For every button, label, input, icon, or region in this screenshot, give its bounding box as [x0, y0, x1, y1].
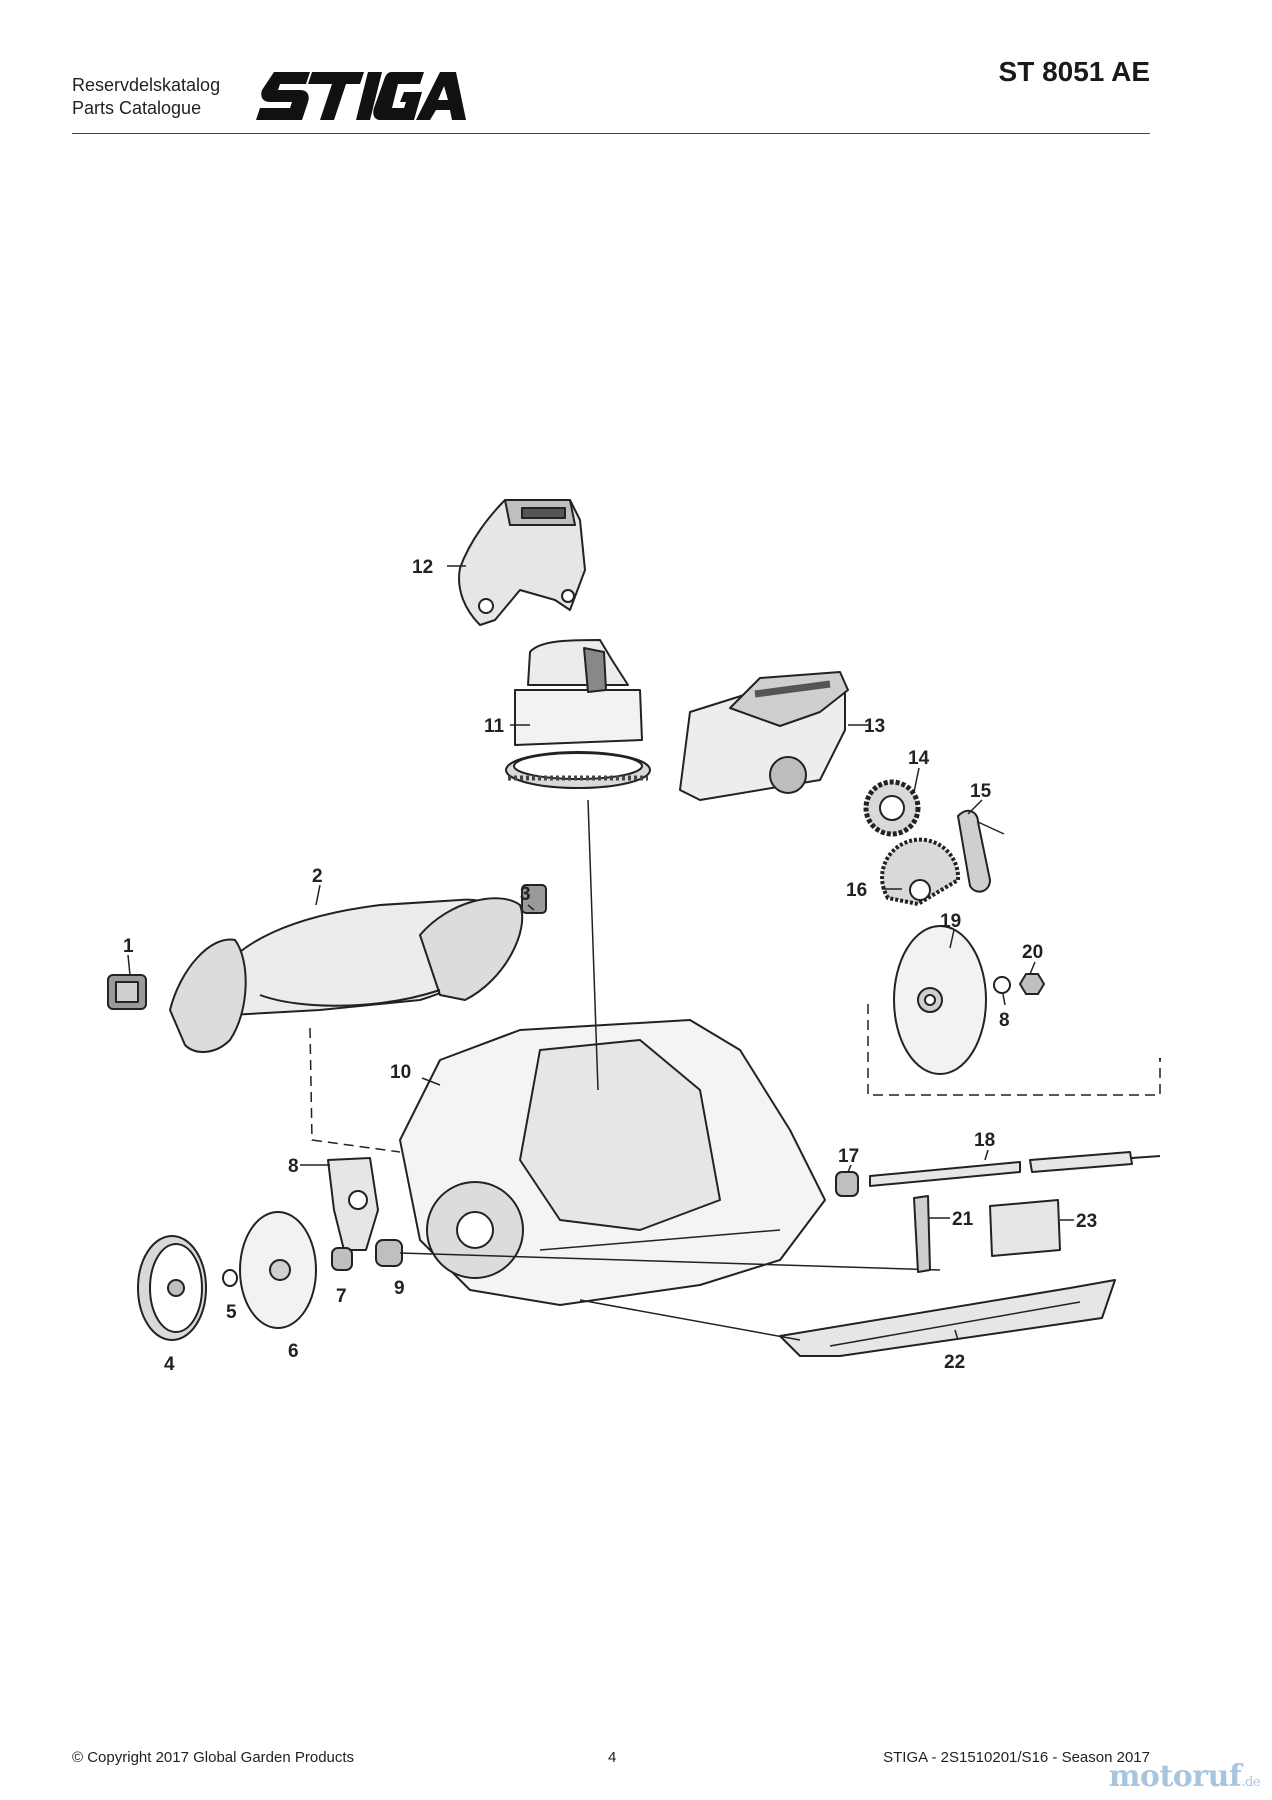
callout-23: 23: [1076, 1211, 1097, 1232]
callout-19: 19: [940, 911, 961, 932]
header-rule: [72, 133, 1150, 134]
part-pulley-plate: [893, 925, 987, 1075]
callout-10: 10: [390, 1062, 411, 1083]
callout-11: 11: [484, 716, 505, 737]
part-bushing-left: [107, 974, 147, 1010]
part-worm-gear: [880, 837, 961, 906]
part-wheel-plate: [239, 1211, 317, 1329]
callout-17: 17: [838, 1146, 859, 1167]
part-wheel-washer: [222, 1269, 238, 1287]
callout-3: 3: [520, 884, 531, 905]
catalog-label-english: Parts Catalogue: [72, 98, 202, 118]
callout-22: 22: [944, 1352, 965, 1373]
part-chute-deflector: [458, 499, 586, 626]
part-axle-bushings: [331, 1239, 403, 1271]
callout-leaders: [127, 565, 1074, 1341]
part-wheel: [137, 1235, 207, 1341]
callout-2: 2: [312, 866, 323, 887]
callout-20: 20: [1022, 942, 1043, 963]
callout-1: 1: [123, 936, 134, 957]
part-cover: [989, 1199, 1061, 1257]
part-gear: [863, 779, 921, 837]
part-axle: [835, 1151, 1161, 1197]
watermark: motoruf.de: [1108, 1759, 1261, 1794]
stiga-logo: [256, 72, 466, 120]
part-crank-housing: [679, 671, 849, 801]
callout-21: 21: [952, 1209, 974, 1230]
catalog-label-swedish: Reservdelskatalog: [72, 75, 221, 95]
part-link-lever: [957, 809, 1005, 893]
callout-6: 6: [288, 1341, 299, 1362]
model-number: ST 8051 AE: [998, 56, 1150, 87]
footer-document-ref: STIGA - 2S1510201/S16 - Season 2017: [883, 1749, 1150, 1766]
callout-4: 4: [164, 1354, 175, 1375]
callout-labels: 12 11 13 14 15 16 19 20 8 2 3 1 10 8 17 …: [123, 557, 1097, 1375]
footer-copyright: © Copyright 2017 Global Garden Products: [72, 1749, 355, 1766]
part-scraper-bar: [779, 1279, 1116, 1357]
callout-13: 13: [864, 716, 885, 737]
callout-7: 7: [336, 1286, 347, 1307]
callout-18: 18: [974, 1130, 995, 1151]
catalog-label: Reservdelskatalog Parts Catalogue: [72, 74, 220, 120]
callout-16: 16: [846, 880, 867, 901]
part-auger: [169, 897, 524, 1053]
part-chute: [505, 639, 651, 789]
part-nut-washer: [993, 973, 1045, 995]
callout-9: 9: [394, 1278, 405, 1299]
part-main-housing: [399, 1019, 826, 1306]
callout-14: 14: [908, 748, 930, 769]
callout-5: 5: [226, 1302, 237, 1323]
part-bearing-bracket: [327, 1157, 379, 1251]
callout-8-right: 8: [999, 1010, 1010, 1031]
callout-12: 12: [412, 557, 433, 578]
footer-page-number: 4: [608, 1749, 617, 1766]
callout-8-left: 8: [288, 1156, 299, 1177]
part-bushing-right: [521, 884, 547, 914]
watermark-suffix: .de: [1241, 1775, 1260, 1790]
watermark-text: motoruf: [1108, 1759, 1242, 1794]
callout-15: 15: [970, 781, 992, 802]
part-clip: [913, 1195, 931, 1273]
